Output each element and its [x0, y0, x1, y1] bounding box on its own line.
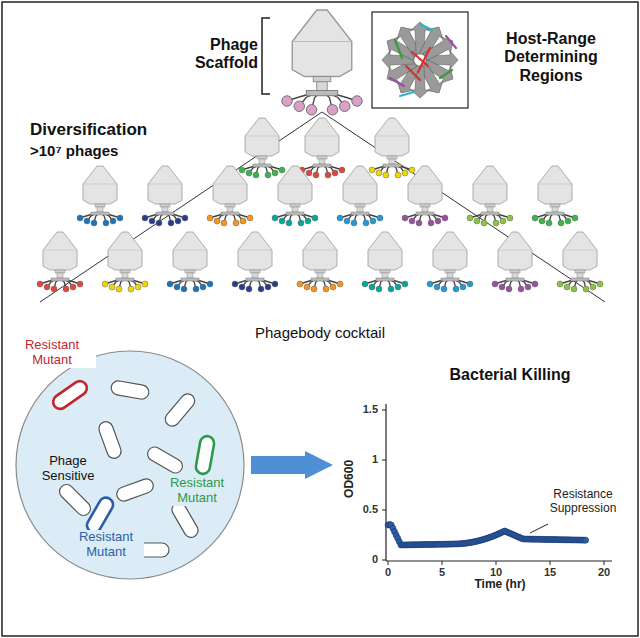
leader-line	[530, 524, 548, 533]
data-points	[385, 521, 589, 548]
phage	[467, 166, 513, 226]
mutant-label: Resistant Mutant	[8, 338, 96, 368]
phage	[207, 166, 253, 226]
spread-line	[322, 112, 605, 302]
part-name: Phage Scaffold	[150, 36, 258, 73]
bracket	[262, 18, 270, 94]
phage	[402, 166, 448, 226]
tick-label: 0	[348, 553, 378, 566]
count-note: >10⁷ phages	[30, 142, 200, 159]
phage	[369, 118, 415, 178]
phage	[37, 232, 83, 292]
phage	[142, 166, 188, 226]
mutant-label: Resistant Mutant	[68, 530, 144, 560]
tick-label: 0	[373, 566, 403, 579]
part-name: Host-Range Determining Regions	[476, 30, 626, 85]
caption-label: Phagebody cocktail	[210, 324, 430, 341]
phage	[337, 166, 383, 226]
inset-box	[372, 12, 468, 108]
tick-label: 10	[481, 566, 511, 579]
phage	[427, 232, 473, 292]
phage	[557, 232, 603, 292]
phage	[102, 232, 148, 292]
phage	[232, 232, 278, 292]
phage	[362, 232, 408, 292]
chart-panel: Bacterial Killing	[335, 362, 630, 602]
phage	[77, 166, 123, 226]
phage	[492, 232, 538, 292]
protein-structure	[382, 22, 458, 98]
spread-line	[40, 112, 322, 302]
tick-label: 20	[589, 566, 619, 579]
tick-label: 15	[535, 566, 565, 579]
panel-heading: Bacterial Killing	[425, 366, 595, 384]
phage	[282, 10, 363, 115]
phage	[299, 118, 345, 178]
step-heading: Diversification	[30, 120, 200, 140]
tick-label: 1	[348, 453, 378, 466]
phage	[532, 166, 578, 226]
tick-label: 1.5	[348, 403, 378, 416]
phage	[272, 166, 318, 226]
mutant-label: Resistant Mutant	[163, 476, 231, 506]
flow-arrow	[251, 456, 305, 474]
tick-label: 0.5	[348, 503, 378, 516]
phage	[167, 232, 213, 292]
axis-title: Time (hr)	[450, 578, 550, 592]
cell-label: Phage Sensitive	[29, 454, 107, 484]
annotation: Resistance Suppression	[538, 488, 628, 516]
phage	[297, 232, 343, 292]
axis-title: OD600	[343, 449, 357, 509]
chart-axes	[386, 404, 612, 561]
tick-label: 5	[427, 566, 457, 579]
phage	[239, 118, 285, 178]
